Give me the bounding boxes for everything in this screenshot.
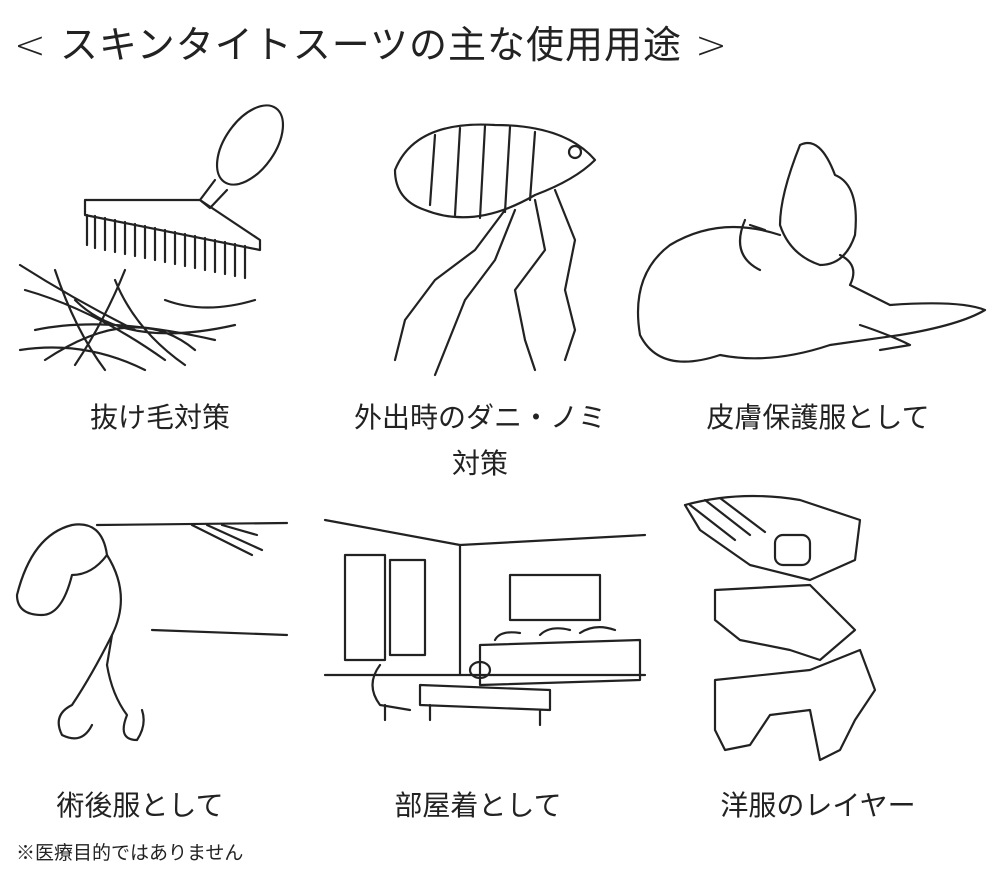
disclaimer-note: ※医療目的ではありません: [16, 842, 244, 864]
layered-clothes-icon: [680, 490, 880, 765]
use-label-post-surgery: 術後服として: [56, 789, 224, 822]
flea-icon: [375, 100, 615, 380]
page-title: < スキンタイトスーツの主な使用用途 >: [14, 23, 728, 67]
use-label-skin-protection: 皮膚保護服として: [706, 401, 930, 434]
living-room-icon: [320, 515, 650, 735]
scratching-dog-icon: [630, 135, 990, 380]
bandaged-dog-icon: [12, 515, 292, 760]
use-label-ticks-fleas-2: 対策: [451, 447, 509, 480]
use-label-loungewear: 部屋着として: [394, 789, 562, 822]
use-label-ticks-fleas: 外出時のダニ・ノミ: [353, 401, 607, 434]
use-label-shedding: 抜け毛対策: [89, 401, 231, 434]
use-label-clothing-layer: 洋服のレイヤー: [720, 789, 916, 822]
brush-and-hair-icon: [15, 100, 285, 380]
